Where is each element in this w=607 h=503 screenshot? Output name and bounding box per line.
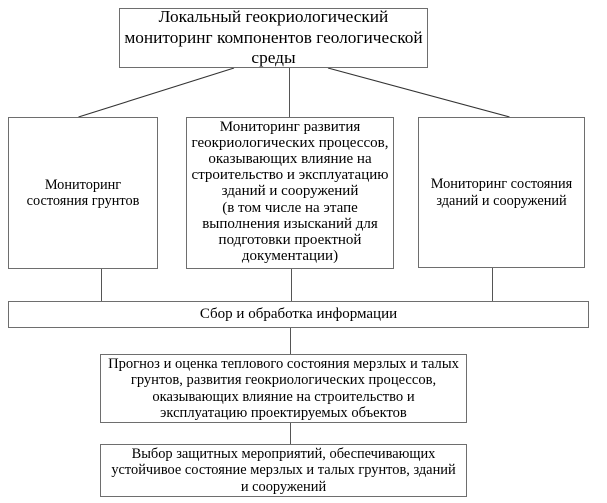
connector-root-soil: [78, 67, 235, 118]
node-forecast: Прогноз и оценка теплового состояния мер…: [100, 354, 467, 423]
node-soil: Мониторинг состояния грунтов: [8, 117, 158, 269]
node-protect-label: Выбор защитных мероприятий, обеспечивающ…: [111, 446, 456, 495]
node-forecast-label: Прогноз и оценка теплового состояния мер…: [108, 356, 459, 421]
node-soil-label: Мониторинг состояния грунтов: [26, 176, 140, 209]
node-processes-label: Мониторинг развития геокриологических пр…: [191, 118, 389, 265]
node-buildings-label: Мониторинг состояния зданий и сооружений: [430, 176, 573, 209]
node-collect-label: Сбор и обработка информации: [199, 305, 398, 322]
node-root: Локальный геокриологический мониторинг к…: [119, 7, 428, 68]
node-collect: Сбор и обработка информации: [8, 301, 589, 328]
node-root-label: Локальный геокриологический мониторинг к…: [124, 7, 423, 68]
connector-root-buildings: [327, 67, 510, 118]
node-buildings: Мониторинг состояния зданий и сооружений: [418, 117, 585, 268]
node-protect: Выбор защитных мероприятий, обеспечивающ…: [100, 444, 467, 497]
node-processes: Мониторинг развития геокриологических пр…: [186, 117, 394, 269]
